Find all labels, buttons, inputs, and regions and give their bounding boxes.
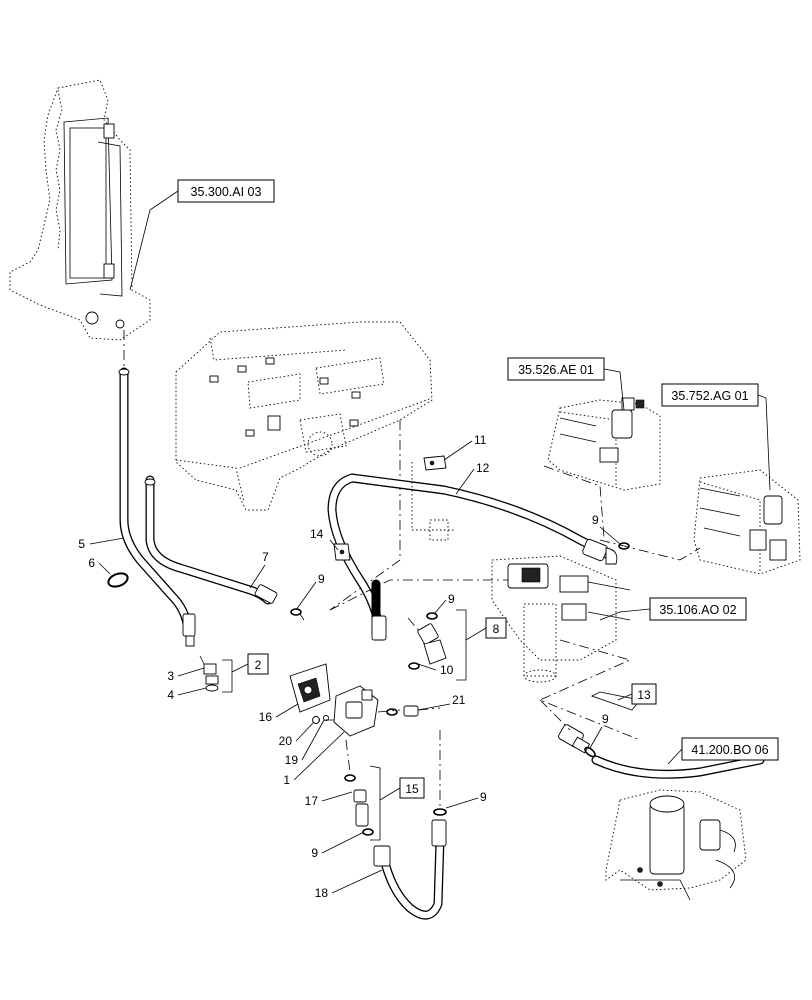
callout-13: 13 [637, 688, 651, 702]
callout-9a: 9 [318, 572, 325, 586]
motor-assembly [605, 789, 747, 901]
callout-box-13: 13 [617, 683, 657, 705]
machine-frame [175, 321, 433, 611]
callout-1: 1 [283, 773, 290, 787]
callout-11: 11 [474, 433, 487, 447]
fittings-3-4 [199, 655, 233, 693]
callout-9e: 9 [602, 712, 609, 726]
callout-8: 8 [493, 622, 500, 636]
control-valve-a [543, 397, 661, 539]
callout-box-2: 2 [231, 653, 269, 675]
callout-15: 15 [405, 782, 419, 796]
hydraulic-tank-assembly [9, 79, 151, 368]
callout-box-15: 15 [379, 777, 425, 801]
filter-assembly [491, 555, 641, 741]
callout-9c: 9 [448, 592, 455, 606]
ref-label-tank: 35.300.AI 03 [191, 185, 262, 199]
ref-label-valve-b: 35.752.AG 01 [671, 389, 748, 403]
callout-21: 21 [452, 693, 466, 707]
callout-7: 7 [262, 550, 269, 564]
selector-valve-1 [312, 685, 401, 737]
o-ring-6 [107, 572, 129, 588]
ref-box-valve-b[interactable]: 35.752.AG 01 [661, 383, 771, 491]
ref-label-valve-a: 35.526.AE 01 [518, 363, 594, 377]
callout-18: 18 [315, 886, 329, 900]
callout-12: 12 [476, 461, 490, 475]
callout-10: 10 [440, 663, 454, 677]
control-valve-b [599, 469, 801, 575]
hose-18 [373, 730, 447, 920]
callout-20: 20 [279, 734, 293, 748]
hose-13 [539, 699, 765, 779]
fittings-15 [344, 739, 381, 841]
elbow-fitting-10 [407, 609, 467, 681]
callout-6: 6 [88, 556, 95, 570]
callout-5: 5 [78, 537, 85, 551]
callout-14: 14 [310, 527, 324, 541]
ref-box-tank[interactable]: 35.300.AI 03 [129, 179, 275, 291]
callout-17: 17 [305, 794, 319, 808]
callout-9b: 9 [592, 513, 599, 527]
clamp-14 [333, 543, 351, 561]
hose-7 [144, 475, 278, 605]
mounting-plate-16 [289, 663, 331, 713]
ref-label-filter: 35.106.AO 02 [659, 603, 736, 617]
callout-19: 19 [285, 753, 299, 767]
callout-2: 2 [255, 658, 262, 672]
callout-4: 4 [167, 688, 174, 702]
clamp-11 [411, 455, 454, 541]
ref-box-valve-a[interactable]: 35.526.AE 01 [507, 357, 625, 411]
ref-box-motor[interactable]: 41.200.BO 06 [667, 737, 779, 765]
callout-16: 16 [259, 710, 273, 724]
ref-box-filter[interactable]: 35.106.AO 02 [599, 597, 747, 621]
callout-3: 3 [167, 669, 174, 683]
callout-9d: 9 [311, 846, 318, 860]
hose-12 [327, 473, 618, 641]
ref-label-motor: 41.200.BO 06 [691, 743, 768, 757]
hose-5 [118, 367, 196, 647]
callout-box-8: 8 [465, 617, 507, 641]
callout-labels: 5 6 7 9 3 4 14 11 12 9 9 10 16 20 19 1 [78, 433, 630, 900]
callout-9f: 9 [480, 790, 487, 804]
